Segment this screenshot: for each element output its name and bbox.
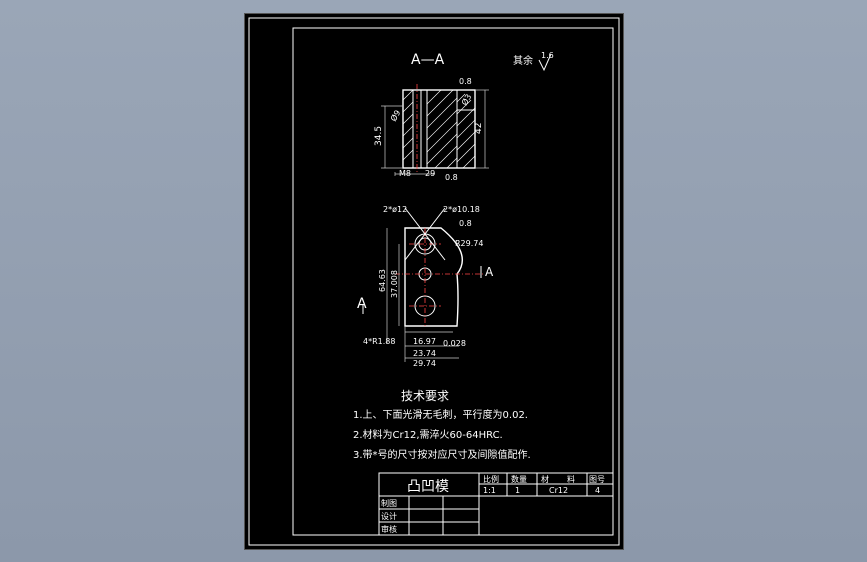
dim-hole: Ø9 xyxy=(388,108,402,123)
section-view xyxy=(381,84,489,176)
dim-height: 64.63 xyxy=(378,269,387,292)
hdr-mat-1: 材 xyxy=(541,474,549,484)
dim-half-height: 37.008 xyxy=(390,270,399,298)
dim-w1-tol: 0.028 xyxy=(443,339,466,348)
drawing-sheet: A—A 其余 1.6 xyxy=(245,14,623,549)
val-drawing-no: 4 xyxy=(595,486,600,495)
dim-chamfer: Ø3 xyxy=(459,92,473,107)
roughness-value: 1.6 xyxy=(541,51,554,60)
dim-top-roughness: 0.8 xyxy=(459,77,472,86)
dim-hole-b-tol: 0.8 xyxy=(459,219,472,228)
val-scale: 1:1 xyxy=(483,486,496,495)
row-drafter: 制图 xyxy=(381,498,397,508)
hdr-qty: 数量 xyxy=(511,474,527,484)
dim-corner-r: 4*R1.88 xyxy=(363,337,395,346)
dim-hole-a: 2*ø12 xyxy=(383,205,407,214)
dim-thread: M8 xyxy=(399,169,411,178)
view-a-right: A xyxy=(485,265,494,279)
row-reviewer: 审核 xyxy=(381,524,397,534)
sheet-border xyxy=(248,17,620,546)
hdr-mat-2: 料 xyxy=(567,474,575,484)
hdr-scale: 比例 xyxy=(483,474,499,484)
cad-drawing: A—A 其余 1.6 xyxy=(248,17,620,546)
val-material: Cr12 xyxy=(549,486,568,495)
val-qty: 1 xyxy=(515,486,520,495)
dim-bottom-roughness: 0.8 xyxy=(445,173,458,182)
row-designer: 设计 xyxy=(381,511,397,521)
part-name: 凸凹模 xyxy=(407,479,449,495)
note-line-2: 2.材料为Cr12,需淬火60-64HRC. xyxy=(353,428,503,441)
note-line-3: 3.带*号的尺寸按对应尺寸及间隙值配作. xyxy=(353,448,531,461)
dim-w1: 16.97 xyxy=(413,337,436,346)
section-label: A—A xyxy=(411,52,445,68)
dim-w3: 29.74 xyxy=(413,359,436,368)
roughness-label: 其余 xyxy=(513,54,533,67)
dim-hole-b: 2*ø10.18 xyxy=(443,205,480,214)
dim-w2: 23.74 xyxy=(413,349,436,358)
dim-radius: R29.74 xyxy=(455,239,483,248)
view-a-left: A xyxy=(357,296,367,312)
note-line-1: 1.上、下面光滑无毛刺，平行度为0.02. xyxy=(353,408,528,421)
roughness-symbol-icon xyxy=(538,53,552,72)
dim-height-left: 34.5 xyxy=(374,126,384,146)
notes-title: 技术要求 xyxy=(401,389,449,403)
dim-height-right: 42 xyxy=(474,123,484,134)
dim-bottom-left: 29 xyxy=(425,169,435,178)
plan-view xyxy=(362,207,485,362)
hdr-drawing-no: 图号 xyxy=(589,475,605,484)
title-block xyxy=(378,472,614,536)
